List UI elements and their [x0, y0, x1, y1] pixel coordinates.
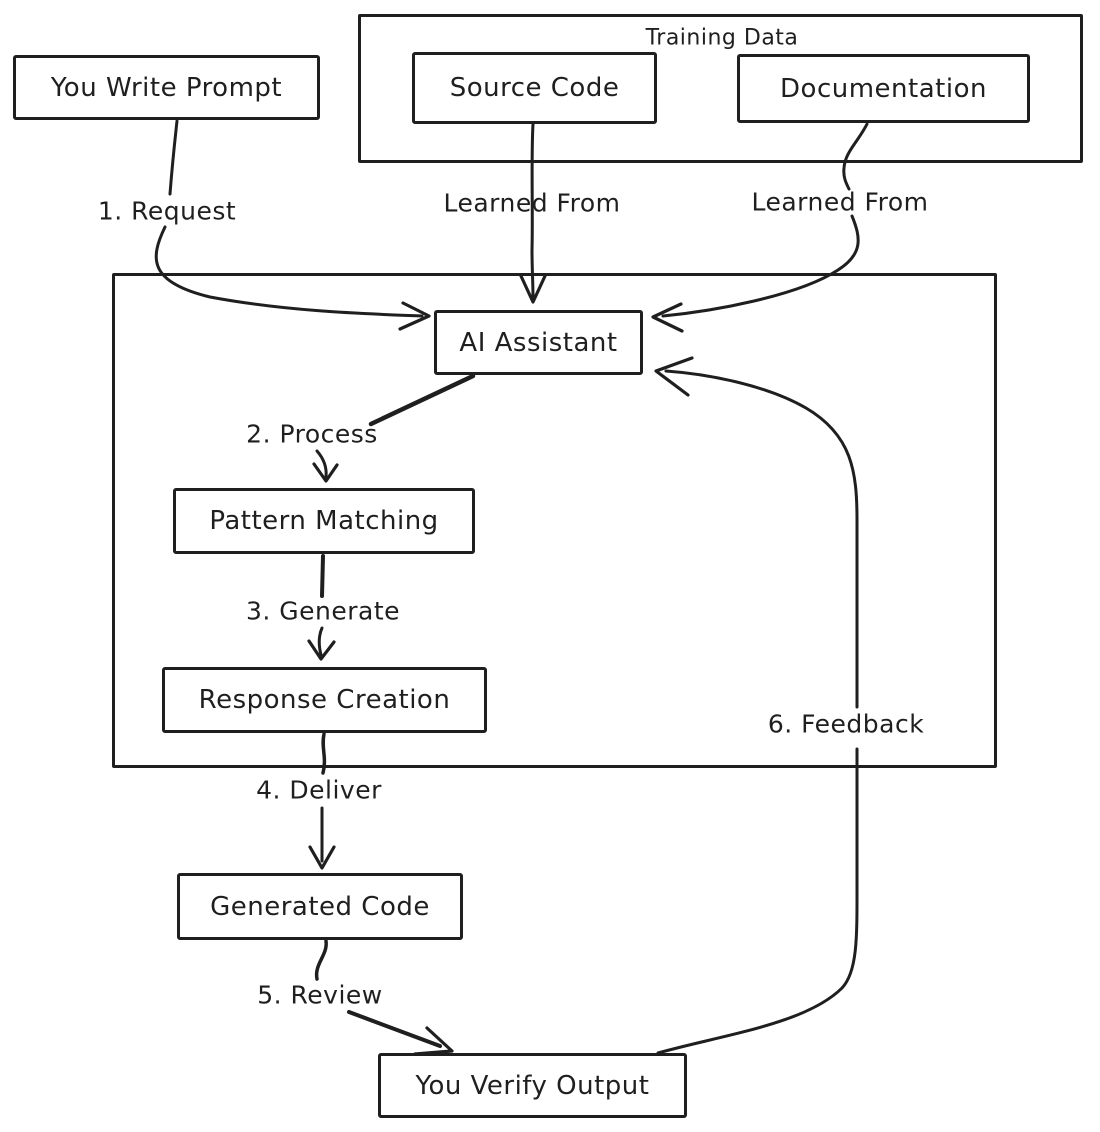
node-ai-assistant: AI Assistant — [434, 310, 643, 375]
arrow-generate — [307, 554, 336, 661]
container-training-data — [358, 14, 1083, 163]
node-source-code: Source Code — [412, 52, 657, 124]
arrow-review — [314, 939, 454, 1056]
edge-label-deliver: 4. Deliver — [256, 775, 382, 805]
arrow-request — [154, 119, 431, 331]
edge-label-feedback: 6. Feedback — [767, 709, 925, 739]
training-data-group-title: Training Data — [645, 25, 799, 51]
node-you-verify-output: You Verify Output — [378, 1053, 687, 1118]
arrow-learned-from-source — [519, 122, 547, 304]
node-pattern-matching: Pattern Matching — [173, 488, 475, 554]
arrow-learned-from-docs — [651, 122, 869, 333]
node-generated-code: Generated Code — [177, 873, 463, 940]
arrow-process — [312, 373, 476, 483]
node-you-write-prompt: You Write Prompt — [13, 55, 320, 120]
arrow-deliver — [308, 732, 336, 870]
edge-label-learned-from-docs: Learned From — [751, 187, 929, 217]
node-documentation: Documentation — [737, 54, 1030, 123]
edge-label-learned-from-source: Learned From — [443, 188, 621, 218]
edge-label-generate: 3. Generate — [245, 596, 401, 626]
edge-label-review: 5. Review — [257, 980, 383, 1010]
node-response-creation: Response Creation — [162, 667, 487, 733]
edge-label-request: 1. Request — [97, 196, 237, 226]
container-ai-processing — [112, 273, 997, 768]
edge-label-process: 2. Process — [246, 419, 378, 449]
arrow-feedback — [654, 356, 859, 1055]
